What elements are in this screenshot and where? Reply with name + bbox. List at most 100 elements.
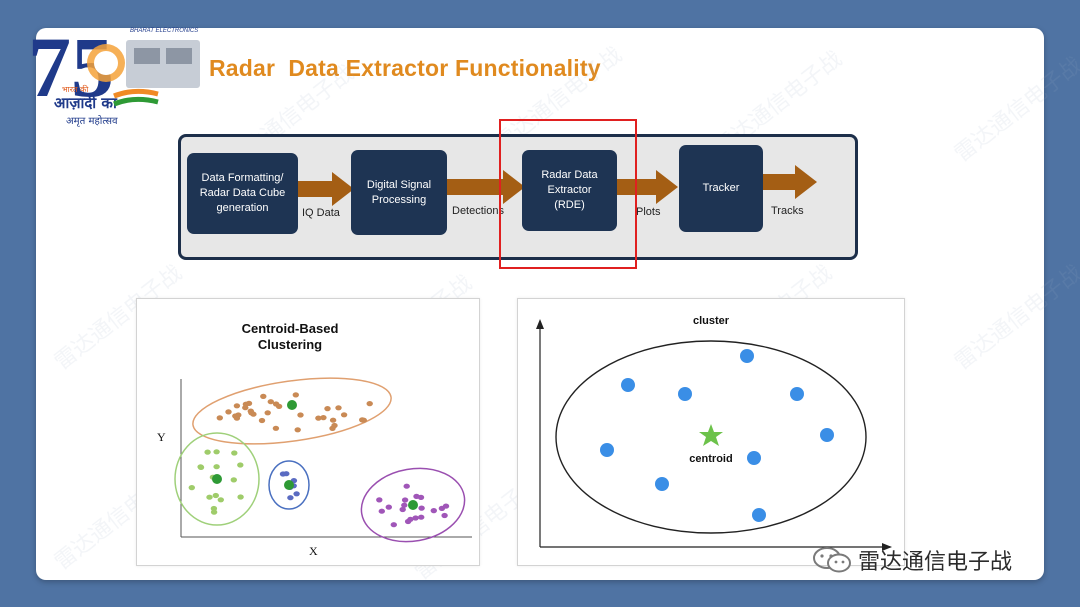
- cluster-point: [235, 412, 242, 418]
- cluster-point: [242, 405, 249, 411]
- cluster-point: [267, 399, 274, 405]
- arrow-icon: [761, 165, 817, 199]
- cluster-point: [293, 491, 300, 497]
- cluster-point: [329, 417, 337, 423]
- cluster-point: [407, 516, 414, 522]
- cluster-point: [820, 428, 834, 442]
- cluster-outline: [360, 467, 466, 543]
- cluster-point: [258, 417, 266, 424]
- cluster-point: [297, 412, 304, 418]
- figure-title-line2: Clustering: [258, 337, 322, 352]
- cluster-outline: [174, 432, 260, 526]
- cluster-point: [237, 494, 244, 500]
- x-axis-label: X: [309, 544, 318, 558]
- arrow-icon: [616, 170, 678, 204]
- connector-label: Tracks: [771, 205, 804, 217]
- connector-label: Plots: [636, 206, 661, 218]
- cluster-point: [272, 401, 280, 407]
- cluster-point: [413, 493, 420, 499]
- cluster-point: [399, 506, 406, 513]
- cluster-point: [204, 449, 211, 455]
- cluster-point: [600, 443, 614, 457]
- cluster-point: [231, 450, 238, 456]
- logo-org-text: BHARAT ELECTRONICS: [130, 28, 198, 34]
- centroid-point: [287, 400, 297, 410]
- footer-brand: 雷达通信电子战: [812, 544, 1012, 576]
- cluster-point: [752, 508, 766, 522]
- centroid-star-icon: [699, 424, 723, 446]
- centroid-label: centroid: [689, 453, 732, 465]
- cluster-point: [430, 508, 437, 514]
- stage-radar-data-extractor: Radar Data Extractor (RDE): [522, 150, 617, 231]
- cluster-outline: [192, 377, 392, 445]
- cluster-point: [315, 415, 322, 421]
- centroid-point: [212, 474, 222, 484]
- cluster-point: [216, 415, 223, 421]
- cluster-label: cluster: [693, 315, 730, 327]
- wechat-icon: [813, 547, 851, 573]
- cluster-point: [441, 512, 448, 519]
- cluster-point: [376, 497, 383, 503]
- figure-title-line1: Centroid-Based: [242, 321, 339, 336]
- cluster-point: [197, 464, 204, 470]
- arrow-icon: [445, 170, 525, 204]
- cluster-point: [385, 504, 392, 510]
- stage-tracker: Tracker: [679, 145, 763, 232]
- azadi-logo: 75 BHARAT ELECTRONICS भारत की आज़ादी का …: [28, 19, 200, 127]
- cluster-point: [403, 483, 410, 489]
- cluster-point: [272, 425, 280, 431]
- stage-label: Radar Data Extractor (RDE): [541, 169, 598, 211]
- cluster-plot: cluster centroid: [536, 315, 892, 551]
- footer-brand-text: 雷达通信电子战: [858, 550, 1013, 575]
- cluster-point: [790, 387, 804, 401]
- cluster-point: [360, 417, 367, 423]
- cluster-outline: [268, 460, 310, 510]
- centroid-point: [408, 500, 418, 510]
- arrow-icon: [296, 172, 354, 206]
- stage-label: Data Formatting/ Radar Data Cube generat…: [199, 172, 286, 214]
- cluster-point: [747, 451, 761, 465]
- cluster-point: [264, 410, 271, 416]
- logo-small-text: भारत की: [62, 84, 89, 94]
- cluster-point: [678, 387, 692, 401]
- cluster-point: [210, 509, 218, 515]
- cluster-point: [245, 400, 253, 406]
- stage-label: Tracker: [702, 182, 740, 194]
- cluster-point: [279, 471, 287, 477]
- cluster-point: [320, 415, 327, 421]
- cluster-point: [324, 406, 331, 412]
- cluster-point: [418, 514, 425, 520]
- cluster-centroid-figure: cluster centroid: [517, 298, 905, 566]
- cluster-point: [217, 497, 224, 503]
- cluster-point: [418, 505, 425, 511]
- cluster-point: [740, 349, 754, 363]
- y-axis-label: Y: [157, 430, 166, 444]
- cluster-point: [292, 392, 299, 398]
- cluster-point: [248, 410, 255, 416]
- logo-main-text: आज़ादी का: [54, 94, 118, 112]
- connector-label: Detections: [452, 205, 504, 217]
- cluster-point: [621, 378, 635, 392]
- centroid-point: [284, 480, 294, 490]
- cluster-point: [294, 427, 301, 433]
- cluster-point: [225, 409, 232, 415]
- cluster-point: [213, 464, 220, 470]
- stage-data-formatting: Data Formatting/ Radar Data Cube generat…: [187, 153, 298, 234]
- rde-highlight-box: [499, 119, 637, 269]
- cluster-point: [390, 522, 397, 528]
- cluster-point: [237, 462, 244, 468]
- cluster-point: [206, 494, 213, 500]
- cluster-point: [213, 449, 220, 455]
- cluster-point: [340, 412, 348, 418]
- cluster-point: [366, 401, 373, 407]
- cluster-point: [287, 495, 294, 501]
- cluster-point: [188, 485, 195, 491]
- cluster-point: [412, 515, 419, 521]
- cluster-point: [233, 403, 241, 409]
- cluster-point: [230, 477, 237, 483]
- cluster-boundary: [555, 340, 867, 534]
- slide-title: Radar Data Extractor Functionality: [209, 55, 601, 81]
- cluster-point: [401, 497, 409, 503]
- connector-label: IQ Data: [302, 207, 340, 219]
- stage-digital-signal-processing: Digital Signal Processing: [351, 150, 447, 235]
